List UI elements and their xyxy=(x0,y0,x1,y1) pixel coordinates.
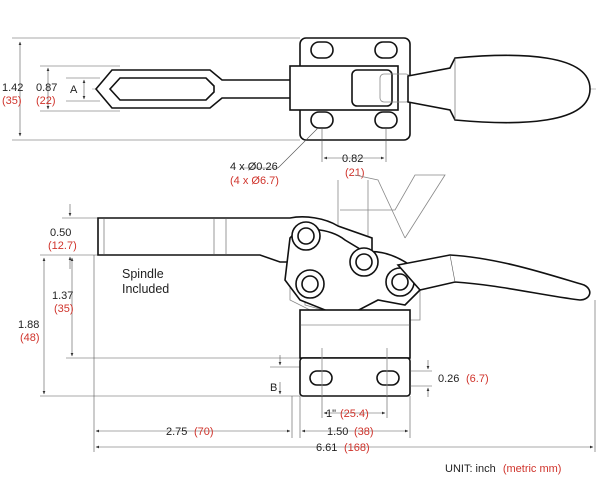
mount-hole-br xyxy=(374,111,398,129)
holes-callout: 4 x Ø0.26 xyxy=(230,161,278,173)
side-view: 0.50 (12.7) 1.37 (35) 1.88 (48) Spindle … xyxy=(18,174,596,454)
dim-150: 1.50 xyxy=(327,426,348,438)
spindle-label-line1: Spindle xyxy=(122,267,164,281)
mount-hole-tl xyxy=(310,41,334,59)
spindle-label-line2: Included xyxy=(122,282,169,296)
dim-137-mm: (35) xyxy=(54,303,74,315)
label-b: B xyxy=(270,382,277,394)
dim-1in: 1" xyxy=(326,408,336,420)
dim-661-mm: (168) xyxy=(344,442,370,454)
dim-1in-mm: (25.4) xyxy=(340,408,369,420)
base-body-side xyxy=(299,309,411,359)
mount-hole-bl xyxy=(310,111,334,129)
dim-026-mm: (6.7) xyxy=(466,373,489,385)
handle-side xyxy=(396,254,591,301)
dim-137: 1.37 xyxy=(52,290,73,302)
dim-050: 0.50 xyxy=(50,227,71,239)
dim-050-mm: (12.7) xyxy=(48,240,77,252)
dim-087-mm: (22) xyxy=(36,95,56,107)
top-view: 1.42 (35) 0.87 (22) A 4 x Ø0.26 (4 x Ø6.… xyxy=(2,37,596,187)
dim-087: 0.87 xyxy=(36,82,57,94)
dim-082-mm: (21) xyxy=(345,167,365,179)
dim-188: 1.88 xyxy=(18,319,39,331)
unit-inch: UNIT: inch xyxy=(445,463,496,475)
dim-142: 1.42 xyxy=(2,82,23,94)
dim-150-mm: (38) xyxy=(354,426,374,438)
handle-top xyxy=(407,54,591,124)
dim-142-mm: (35) xyxy=(2,95,22,107)
dim-188-mm: (48) xyxy=(20,332,40,344)
dim-275: 2.75 xyxy=(166,426,187,438)
holes-callout-mm: (4 x Ø6.7) xyxy=(230,175,279,187)
dim-082: 0.82 xyxy=(342,153,363,165)
label-a: A xyxy=(70,84,78,96)
base-plate-side xyxy=(299,357,411,397)
dim-275-mm: (70) xyxy=(194,426,214,438)
mount-hole-tr xyxy=(374,41,398,59)
unit-metric: (metric mm) xyxy=(503,463,562,475)
unit-label: UNIT: inch (metric mm) xyxy=(445,463,561,475)
dim-661: 6.61 xyxy=(316,442,337,454)
dim-026: 0.26 xyxy=(438,373,459,385)
